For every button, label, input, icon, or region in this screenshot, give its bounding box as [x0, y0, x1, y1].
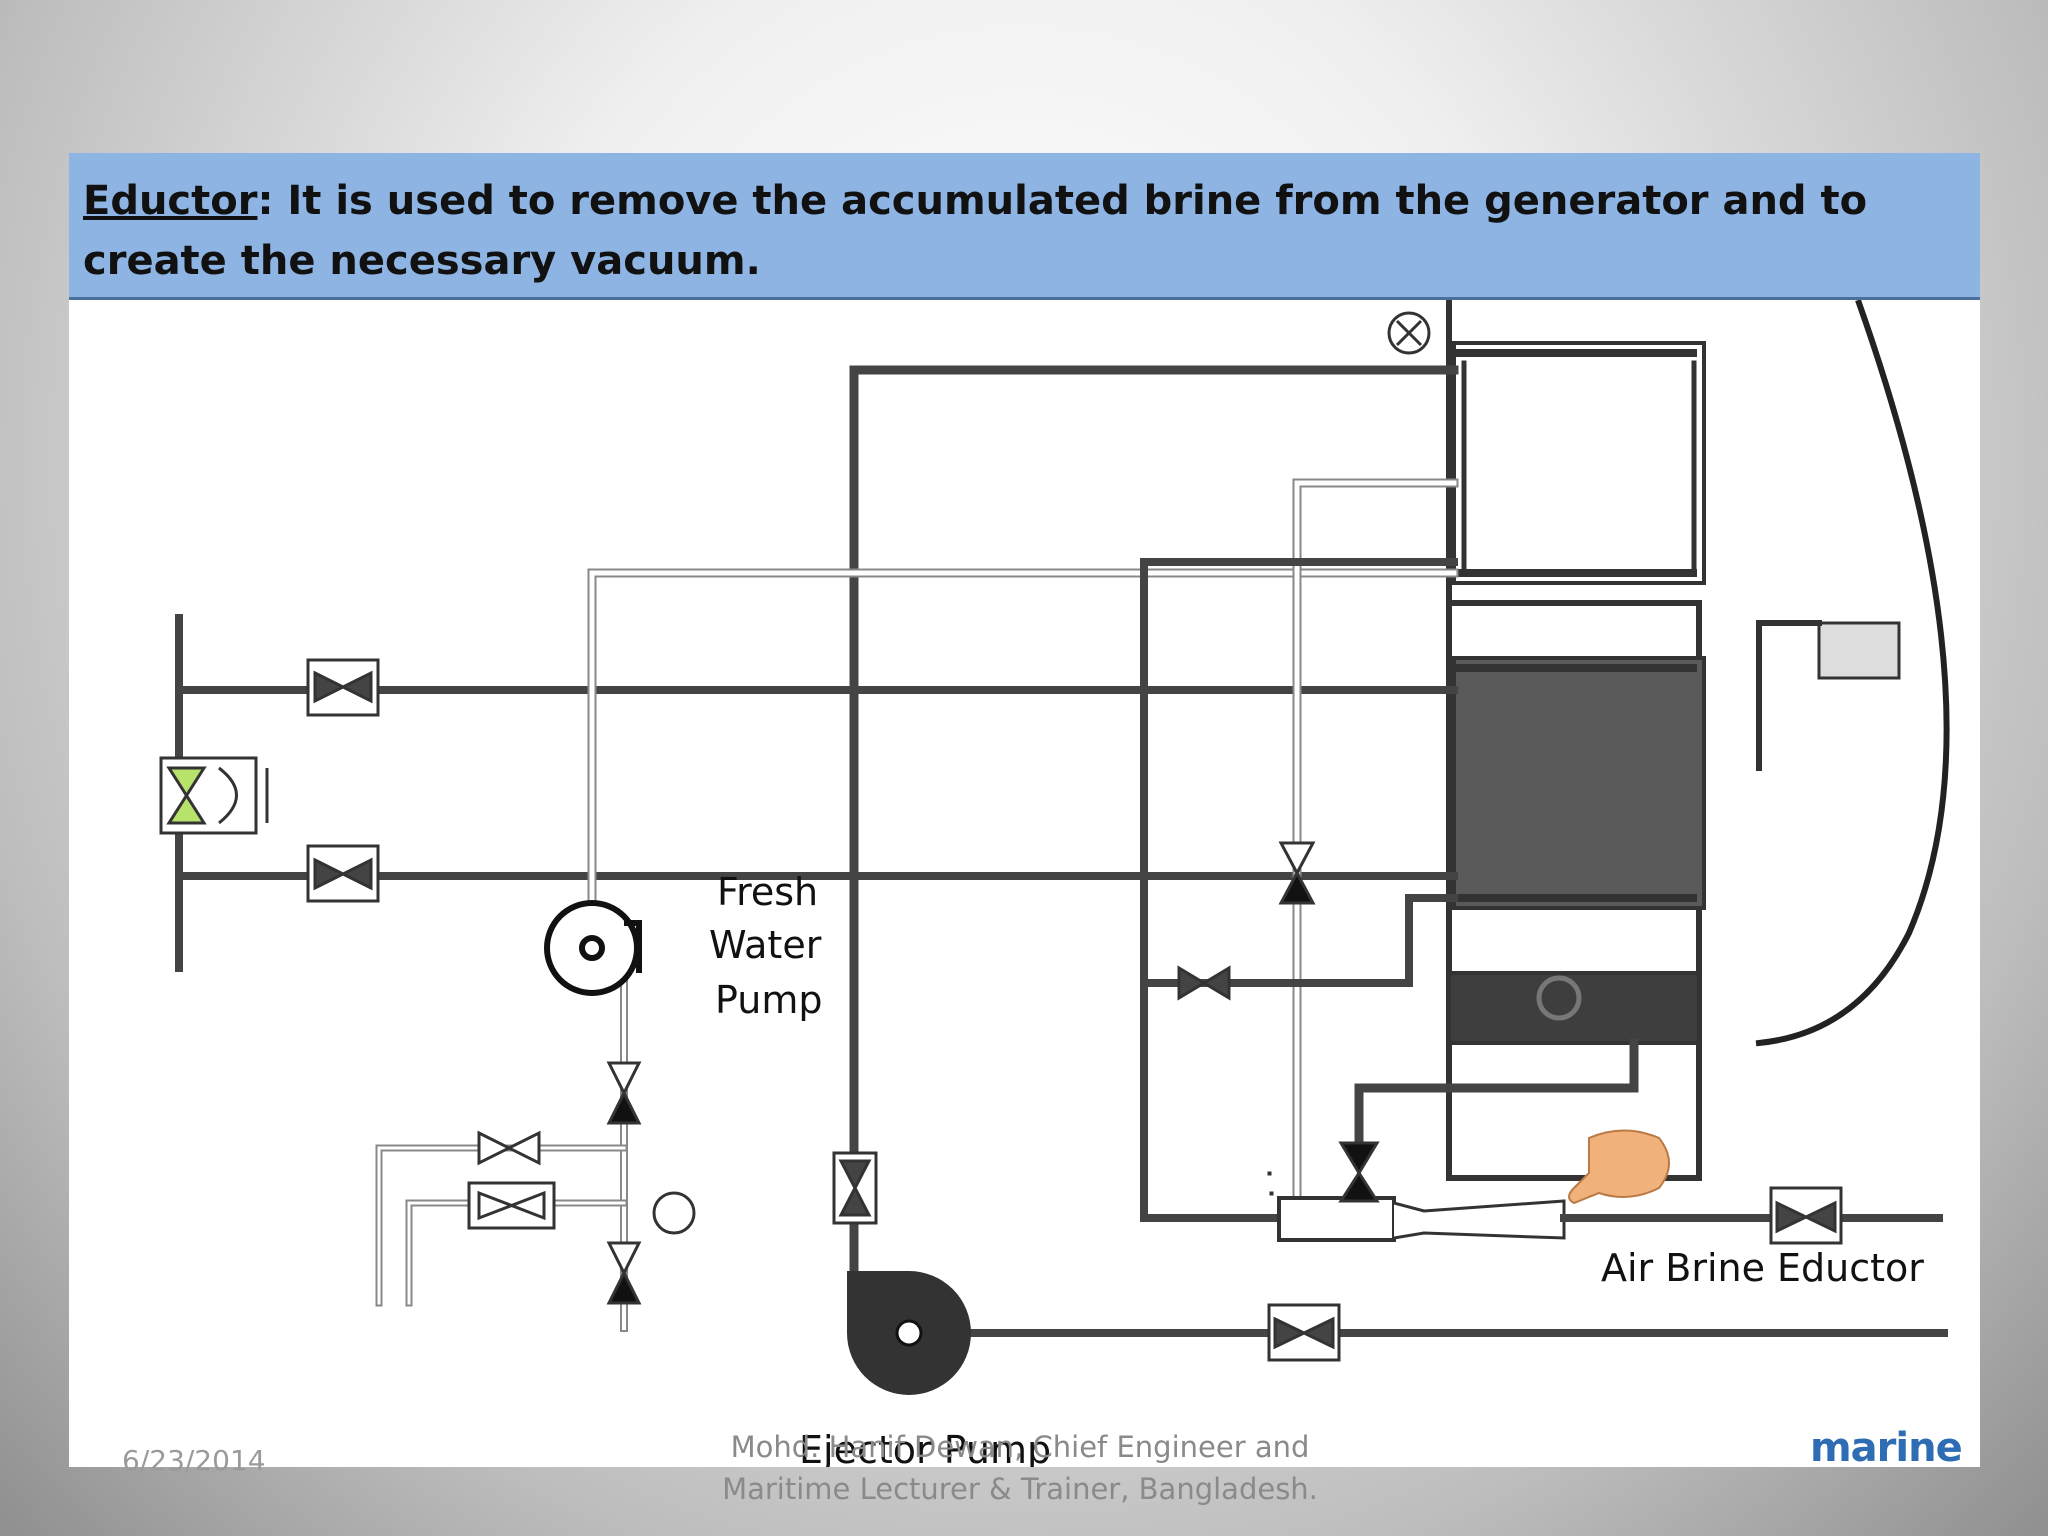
- demister: [1817, 621, 1901, 680]
- fresh-water-pump-icon: [544, 900, 642, 996]
- fresh-water-pump-label-1: Fresh: [717, 870, 818, 914]
- fresh-water-pump-label-3: Pump: [715, 978, 822, 1022]
- ejector-pump-label: Ejector Pump: [799, 1428, 1051, 1467]
- air-brine-eductor-label: Air Brine Eductor: [1601, 1246, 1924, 1290]
- slide-header: Eductor: It is used to remove the accumu…: [69, 153, 1980, 300]
- marine-logo: marine: [1810, 1425, 1963, 1471]
- regulating-valve-icon: [159, 756, 269, 835]
- evaporator-bundle: [1452, 656, 1706, 910]
- condenser-bundle: [1452, 341, 1706, 585]
- fresh-water-pump-label-2: Water: [709, 923, 822, 967]
- footer-date: 6/23/2014: [122, 1444, 266, 1477]
- footer-author-line2: Maritime Lecturer & Trainer, Bangladesh.: [722, 1472, 1318, 1506]
- header-term: Eductor: [83, 178, 258, 224]
- slide: Fresh Water Pump Air Brine Eductor Eject…: [69, 153, 1980, 1467]
- header-description: : It is used to remove the accumulated b…: [83, 178, 1868, 284]
- air-brine-eductor: [1277, 1196, 1396, 1242]
- fresh-water-generator-diagram: Fresh Water Pump Air Brine Eductor Eject…: [159, 280, 1950, 1467]
- pointing-hand-icon: [1568, 1129, 1670, 1205]
- header-text: Eductor: It is used to remove the accumu…: [83, 171, 1966, 291]
- footer-author-line1: Mohd. Hanif Dewan, Chief Engineer and: [730, 1430, 1310, 1464]
- ejector-pump-icon: [847, 1271, 971, 1395]
- footer-author: Mohd. Hanif Dewan, Chief Engineer and Ma…: [690, 1426, 1350, 1510]
- generator-shell-curve: [1755, 299, 1950, 1047]
